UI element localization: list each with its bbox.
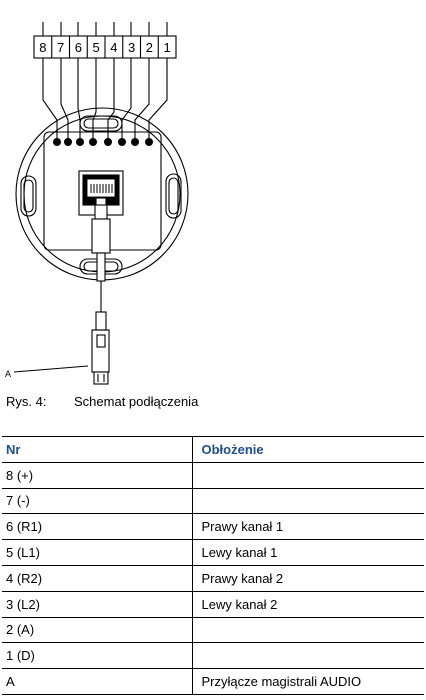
cell-nr: 4 (R2) <box>2 565 193 592</box>
table-row: 1 (D) <box>2 642 424 670</box>
slot-top <box>79 115 123 132</box>
callout-line <box>13 365 89 373</box>
figure-number: Rys. 4: <box>6 394 47 409</box>
table-row: 5 (L1) Lewy kanał 1 <box>2 539 424 566</box>
cell-nr: 6 (R1) <box>2 513 193 541</box>
pin-label: 7 <box>57 40 64 55</box>
table-row: 8 (+) <box>2 462 424 489</box>
plug-body <box>91 218 111 254</box>
contact-dots <box>53 138 153 146</box>
cell-assignment <box>192 462 424 489</box>
terminal-dividers <box>51 36 159 58</box>
table-row: A Przyłącze magistrali AUDIO <box>2 668 424 695</box>
connection-diagram: 8 7 6 5 4 3 2 1 A <box>5 22 189 385</box>
table-row: 2 (A) <box>2 617 424 644</box>
column-header-nr: Nr <box>2 436 193 463</box>
slot-left <box>20 175 37 217</box>
table-row: 4 (R2) Prawy kanał 2 <box>2 565 424 592</box>
pin-label: 2 <box>146 40 153 55</box>
cell-assignment: Przyłącze magistrali AUDIO <box>192 668 424 695</box>
cell-nr: 5 (L1) <box>2 539 193 566</box>
cell-assignment: Prawy kanał 1 <box>192 513 424 541</box>
cell-nr: 7 (-) <box>2 488 193 515</box>
remote-plug <box>91 329 110 373</box>
cell-assignment <box>192 488 424 515</box>
terminal-screws <box>42 22 168 36</box>
cell-assignment: Lewy kanał 2 <box>192 591 424 618</box>
cell-assignment: Prawy kanał 2 <box>192 565 424 592</box>
cell-nr: 8 (+) <box>2 462 193 489</box>
cell-nr: 3 (L2) <box>2 591 193 618</box>
cell-assignment <box>192 617 424 644</box>
pin-assignment-table: Nr Obłożenie 8 (+) 7 (-) 6 (R1) Prawy ka… <box>2 436 424 695</box>
figure-caption: Rys. 4: Schemat podłączenia <box>6 394 198 409</box>
table-row: 7 (-) <box>2 488 424 515</box>
cell-assignment <box>192 642 424 670</box>
cell-nr: 2 (A) <box>2 617 193 644</box>
pin-label: 3 <box>128 40 135 55</box>
callout-label: A <box>5 369 11 379</box>
table-header-row: Nr Obłożenie <box>2 436 424 463</box>
cell-assignment: Lewy kanał 1 <box>192 539 424 566</box>
remote-plug-neck <box>95 311 107 331</box>
table-row: 3 (L2) Lewy kanał 2 <box>2 591 424 618</box>
cell-nr: 1 (D) <box>2 642 193 670</box>
terminal-wires <box>42 58 168 140</box>
pin-label: 4 <box>110 40 117 55</box>
table-row: 6 (R1) Prawy kanał 1 <box>2 513 424 541</box>
figure-title: Schemat podłączenia <box>74 394 199 409</box>
pin-label: 5 <box>92 40 99 55</box>
slot-right <box>165 173 182 219</box>
cell-nr: A <box>2 668 193 695</box>
pin-label: 6 <box>75 40 82 55</box>
plug-head <box>94 204 108 220</box>
column-header-assignment: Obłożenie <box>192 436 424 463</box>
pin-label: 1 <box>163 40 170 55</box>
pin-label: 8 <box>39 40 46 55</box>
